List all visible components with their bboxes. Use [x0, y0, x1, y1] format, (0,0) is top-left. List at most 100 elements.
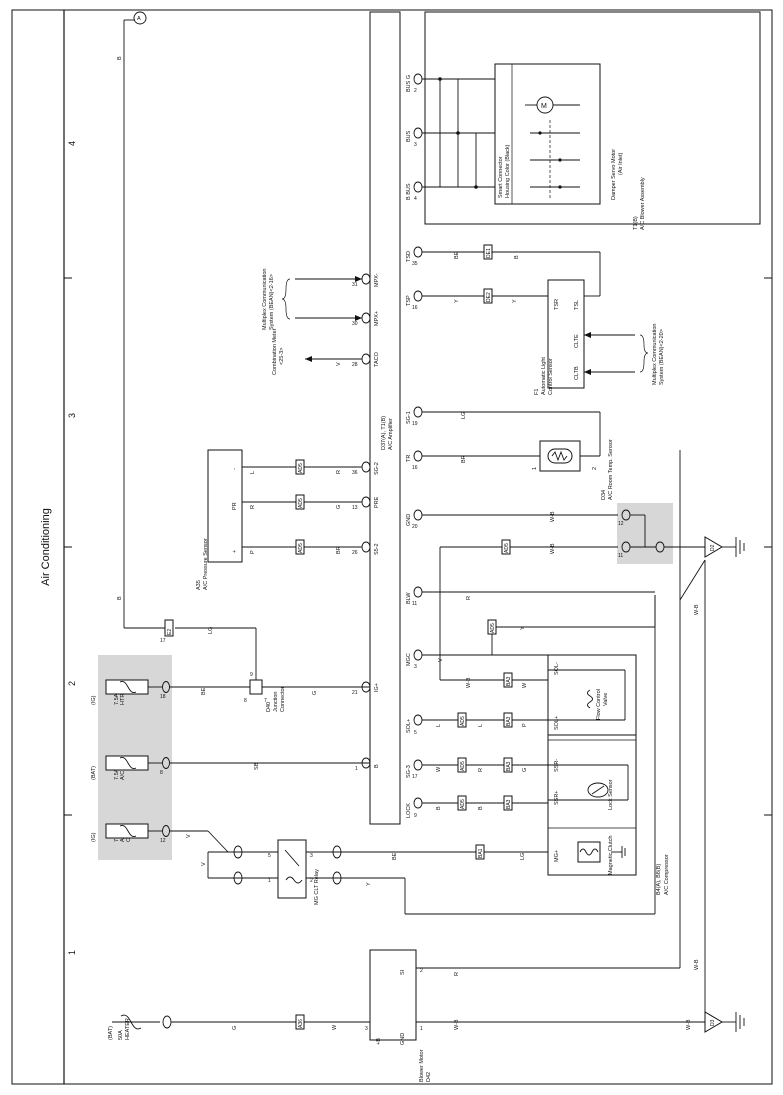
svg-text:SB: SB	[254, 762, 260, 770]
svg-text:A/C: A/C	[120, 771, 126, 780]
svg-text:31: 31	[352, 282, 358, 288]
svg-text:2: 2	[310, 878, 313, 884]
svg-text:3: 3	[365, 1026, 368, 1032]
svg-text:R: R	[466, 596, 472, 600]
svg-text:8: 8	[160, 770, 163, 776]
svg-text:13: 13	[352, 505, 358, 511]
svg-text:Y: Y	[512, 299, 518, 303]
svg-text:21: 21	[352, 690, 358, 696]
svg-text:L: L	[250, 471, 256, 474]
svg-text:BA3: BA3	[506, 716, 512, 726]
svg-text:DE1: DE1	[486, 248, 492, 258]
svg-text:B BUS: B BUS	[406, 183, 412, 200]
svg-text:2: 2	[420, 968, 423, 974]
svg-text:CLTE: CLTE	[574, 334, 580, 348]
svg-text:V: V	[336, 362, 342, 366]
svg-text:BE: BE	[201, 687, 207, 695]
svg-text:G: G	[312, 691, 318, 695]
svg-text:D42: D42	[426, 1072, 432, 1082]
blower-assembly: Smart Connector Housing Color (Black) M …	[422, 11, 761, 230]
svg-text:W: W	[522, 682, 528, 688]
svg-text:TACO: TACO	[374, 351, 380, 367]
mg-clt-relay: MG CLT Relay 1 2 3 5	[268, 839, 320, 905]
svg-text:-: -	[232, 468, 238, 470]
svg-text:Valve: Valve	[603, 693, 609, 706]
svg-text:8: 8	[244, 698, 247, 704]
svg-text:Automatic Light: Automatic Light	[541, 357, 547, 395]
svg-text:M: M	[541, 103, 547, 110]
svg-text:W: W	[436, 766, 442, 772]
svg-text:W: W	[332, 1024, 338, 1030]
svg-text:BA3: BA3	[506, 761, 512, 771]
svg-text:AD5: AD5	[460, 716, 466, 726]
svg-text:MPX+: MPX+	[374, 311, 380, 326]
svg-text:SOL-: SOL-	[554, 662, 560, 675]
svg-text:R: R	[478, 768, 484, 772]
svg-text:GND: GND	[406, 514, 412, 526]
svg-text:(BAT): (BAT)	[91, 766, 97, 780]
svg-text:D2: D2	[710, 544, 716, 551]
ac-compressor: Magnetic Clutch MG+ SSR+ SSR- Lock Senso…	[547, 734, 670, 895]
ref-a-circle	[133, 11, 147, 25]
svg-text:MG+: MG+	[554, 850, 560, 862]
svg-text:Blower Motor: Blower Motor	[419, 1049, 425, 1082]
svg-text:Multiplex Communication: Multiplex Communication	[652, 324, 658, 385]
zone-1: 1	[67, 950, 77, 955]
svg-text:20: 20	[412, 524, 418, 530]
svg-text:BA3: BA3	[506, 676, 512, 686]
svg-text:B: B	[478, 806, 484, 810]
svg-text:11: 11	[412, 601, 417, 607]
svg-text:SI: SI	[400, 969, 406, 975]
svg-text:B: B	[117, 56, 123, 60]
svg-text:+: +	[232, 550, 238, 553]
fuse-heater: (BAT) 50A HEATER	[108, 1014, 172, 1040]
svg-text:R: R	[454, 972, 460, 976]
svg-text:T1(B): T1(B)	[633, 216, 639, 230]
svg-text:System (BEAN)<2-16>: System (BEAN)<2-16>	[269, 274, 275, 330]
svg-text:D3: D3	[710, 1019, 716, 1026]
svg-text:TSD: TSD	[406, 251, 412, 262]
svg-text:P: P	[522, 723, 528, 727]
svg-text:G: G	[336, 505, 342, 509]
svg-text:Damper Servo Motor: Damper Servo Motor	[611, 149, 617, 200]
svg-text:18: 18	[160, 694, 166, 700]
svg-text:P: P	[250, 550, 256, 554]
svg-text:7.5A: 7.5A	[114, 768, 120, 780]
page-title: Air Conditioning	[40, 508, 52, 586]
svg-text:BR: BR	[461, 455, 467, 463]
svg-text:B: B	[436, 806, 442, 810]
svg-text:R: R	[336, 470, 342, 474]
heater-circuit: G A36 W	[171, 1014, 370, 1030]
svg-text:DE2: DE2	[486, 292, 492, 302]
svg-text:Magnetic Clutch: Magnetic Clutch	[608, 836, 614, 875]
svg-text:V: V	[186, 834, 192, 838]
svg-text:BUS G: BUS G	[406, 75, 412, 92]
pressure-sensor: + PR - A35 A/C Pressure Sensor	[196, 449, 243, 590]
svg-text:17: 17	[160, 638, 166, 644]
zone-markers: 1 2 3 4	[64, 141, 772, 955]
svg-text:19: 19	[412, 421, 418, 427]
svg-text:A/C Amplifier: A/C Amplifier	[388, 418, 394, 450]
svg-text:LG: LG	[520, 853, 526, 860]
svg-text:System (BEAN)<2-20>: System (BEAN)<2-20>	[659, 329, 665, 385]
svg-text:W-B: W-B	[686, 1019, 692, 1030]
svg-text:LG: LG	[461, 412, 467, 419]
svg-text:R: R	[250, 505, 256, 509]
svg-text:12: 12	[160, 838, 166, 844]
fuse-htr: (IG) 7.5A HTR 18	[91, 679, 170, 705]
svg-text:LG: LG	[208, 627, 214, 634]
svg-text:D40: D40	[266, 702, 272, 712]
amp-pins-right: 9 LOCK 17 SG-3 5 SOL+ 3 MGC 11 BLW 20 GN…	[406, 73, 423, 819]
svg-text:PRE: PRE	[374, 496, 380, 508]
svg-text:Multiplex Communication: Multiplex Communication	[262, 269, 268, 330]
svg-text:5: 5	[268, 853, 271, 859]
svg-text:1: 1	[532, 467, 538, 470]
svg-text:Control Sensor: Control Sensor	[548, 358, 554, 395]
svg-text:A36: A36	[298, 1019, 304, 1028]
zone-3: 3	[67, 413, 77, 418]
svg-text:1: 1	[420, 1026, 423, 1032]
svg-text:3: 3	[414, 142, 417, 148]
svg-text:D34: D34	[601, 490, 607, 500]
svg-text:BE: BE	[392, 852, 398, 860]
svg-text:TSR: TSR	[554, 299, 560, 310]
